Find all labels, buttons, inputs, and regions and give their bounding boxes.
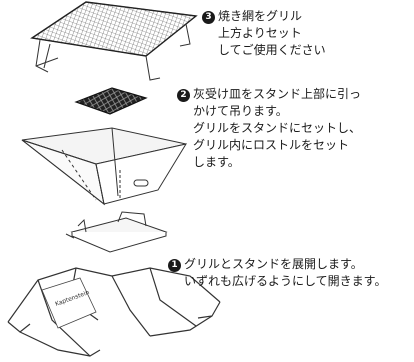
ash-tray-illustration: [65, 211, 168, 253]
grate-illustration: [74, 87, 148, 115]
step-2-line-2: かけて吊ります。: [193, 104, 288, 118]
step-1-number: 1: [168, 259, 181, 272]
step-3-number: 3: [202, 11, 215, 24]
step-1-line-2: いずれも広げるようにして開きます。: [184, 274, 387, 288]
step-2-line-5: します。: [193, 155, 240, 169]
grill-net-illustration: [30, 1, 198, 81]
step-3-line-3: してご使用ください: [218, 43, 326, 57]
step-2-line-3: グリルをスタンドにセットし、: [193, 121, 362, 135]
stand-illustration: [7, 267, 221, 357]
step-2-line-4: グリル内にロストルをセット: [193, 138, 350, 152]
step-3-line-2: 上方よりセット: [218, 26, 302, 40]
grill-body-illustration: [21, 127, 188, 206]
step-2-number: 2: [177, 89, 190, 102]
